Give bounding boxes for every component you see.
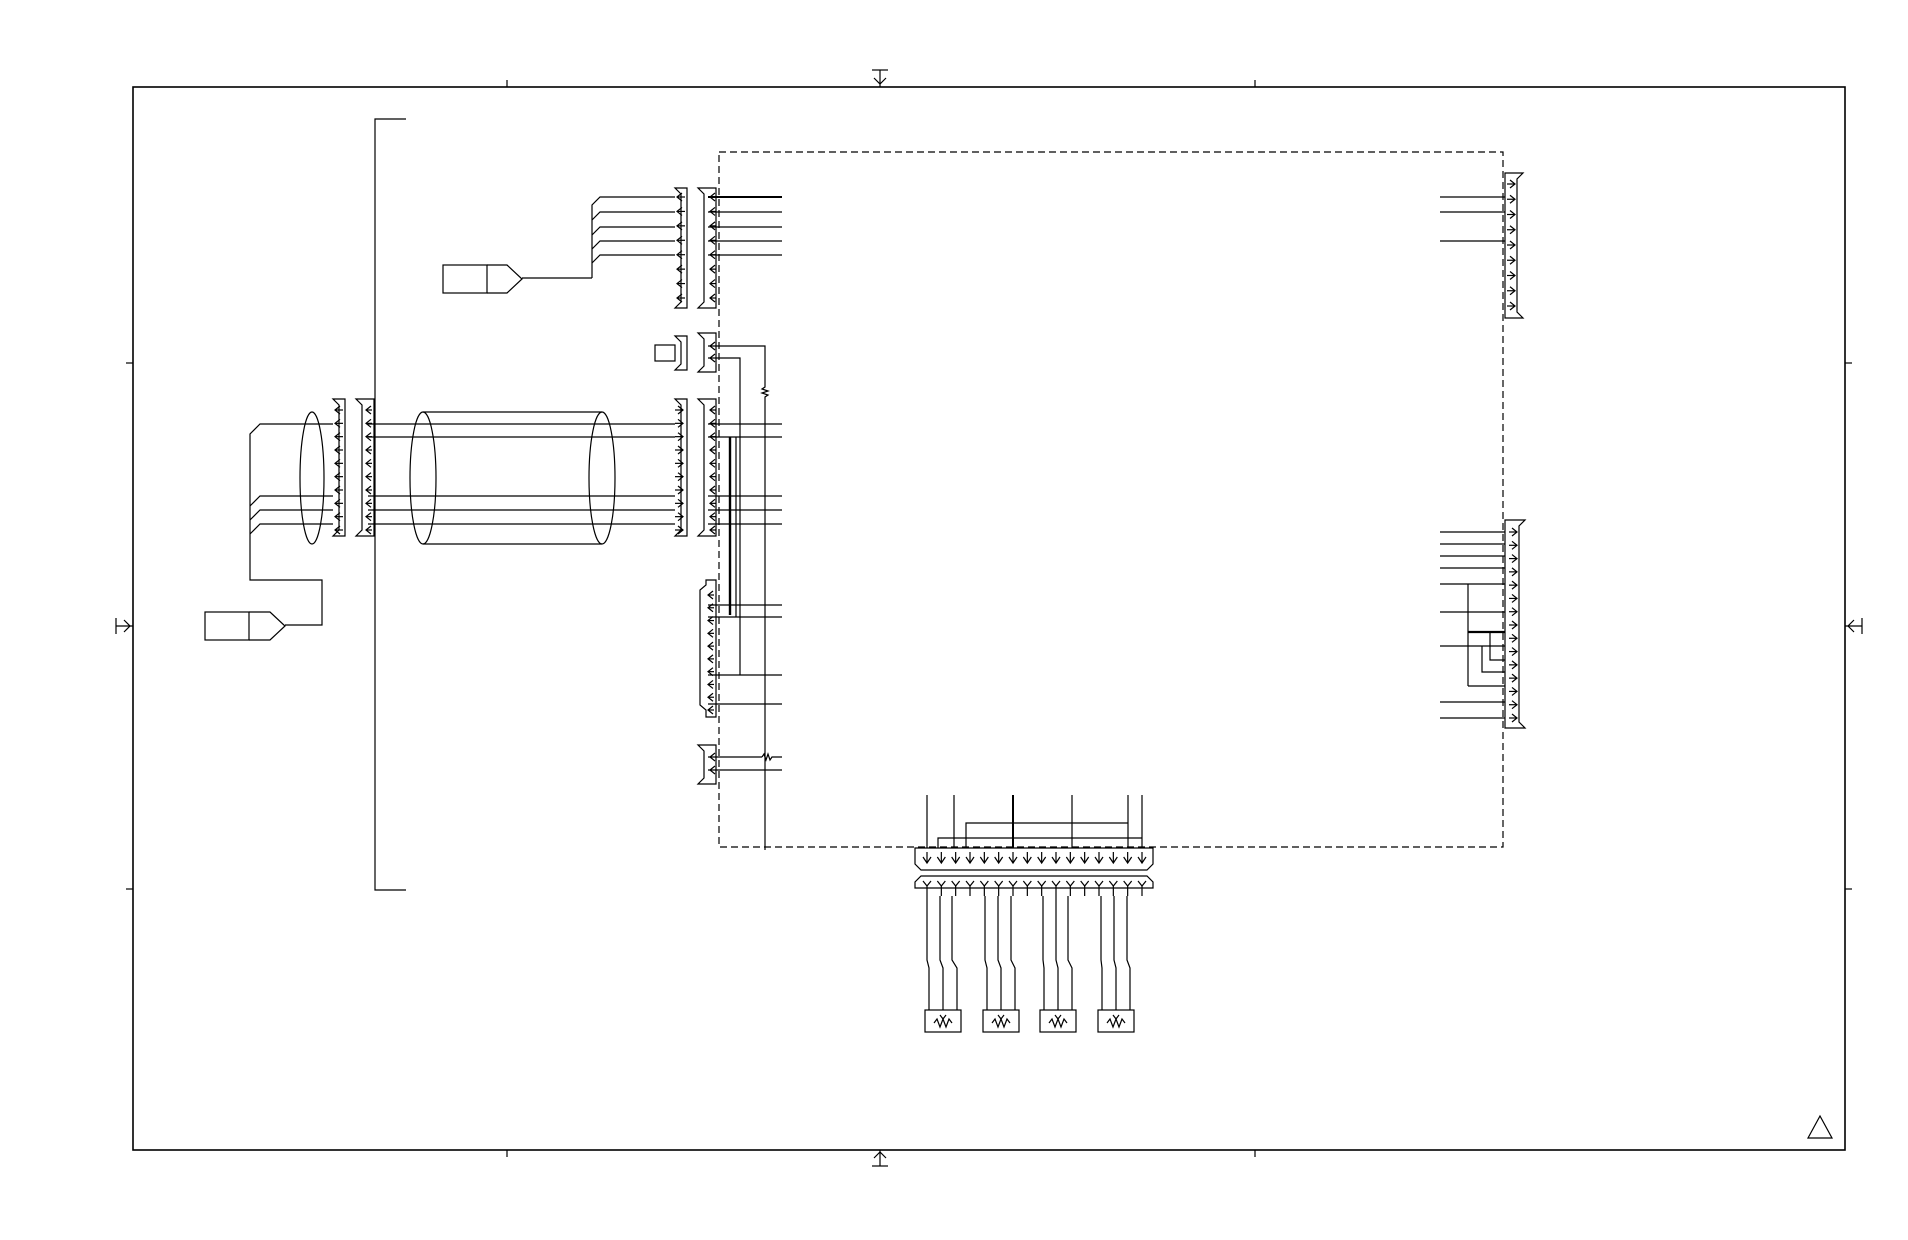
pin-arrow (965, 880, 975, 887)
pin-arrow (1037, 880, 1047, 887)
pot-wiper-arrow (1112, 1014, 1120, 1020)
sheet-border (132, 86, 1846, 1151)
pin-arrow (979, 880, 989, 887)
pot-resistor-zigzag (933, 1017, 953, 1029)
potentiometer-icon (1039, 1009, 1077, 1033)
pot-wire (997, 896, 1002, 1010)
connector-lower-left (699, 579, 717, 718)
pin-arrow (1065, 880, 1075, 887)
pot-wire (951, 896, 958, 1010)
potentiometer-icon (982, 1009, 1020, 1033)
pin-arrow (1137, 880, 1147, 887)
connector-top-a (673, 187, 688, 309)
lower-connector-wires (708, 600, 782, 705)
pin-arrow (1123, 880, 1133, 887)
pin-arrow (1022, 880, 1032, 887)
pin-arrow (922, 880, 932, 887)
pot-wire (984, 896, 988, 1010)
potentiometer-icon (1097, 1009, 1135, 1033)
connector-bottom-pins (922, 852, 1147, 896)
center-marker-bottom (872, 1150, 888, 1167)
pot-wire (1126, 896, 1131, 1010)
pin-arrow (1080, 880, 1090, 887)
connector-left-b (354, 398, 375, 537)
pcb-boundary (718, 151, 1504, 848)
shielded-cable (368, 411, 675, 545)
right-bottom-wires (1440, 531, 1505, 719)
potentiometer-icon (924, 1009, 962, 1033)
pot-wire (1113, 896, 1117, 1010)
pot-wiper-arrow (1054, 1014, 1062, 1020)
pot-wire (939, 896, 944, 1010)
pot-wiper-arrow (939, 1014, 947, 1020)
pot-wire (926, 896, 930, 1010)
center-marker-right (1845, 618, 1863, 634)
pin-arrow (951, 880, 961, 887)
left-shield (249, 411, 333, 626)
pot-wire (1042, 896, 1045, 1010)
pot-resistor-zigzag (991, 1017, 1011, 1029)
pin-arrow (1094, 880, 1104, 887)
pin-arrow (936, 880, 946, 887)
potentiometers (924, 1009, 1135, 1033)
pin-arrow (994, 880, 1004, 887)
right-top-wires (1440, 196, 1505, 242)
connector-left-pins (334, 405, 372, 535)
pot-wire (1067, 896, 1073, 1010)
connector-right-top-pins (1507, 179, 1516, 311)
pot-wire (1100, 896, 1103, 1010)
top-connector-wires (522, 196, 782, 279)
small-plug (654, 335, 688, 371)
pot-wires (926, 896, 1131, 1010)
pot-resistor-zigzag (1106, 1017, 1126, 1029)
pot-wire (1010, 896, 1016, 1010)
mid-connector-wires (708, 423, 782, 615)
pot-wire (1055, 896, 1059, 1010)
border-ticks (126, 80, 1852, 1157)
unit-bracket (374, 118, 406, 891)
pot-resistor-zigzag (1048, 1017, 1068, 1029)
pin-arrow (1051, 880, 1061, 887)
bottom-connector-upper-wires (926, 795, 1143, 848)
pot-wiper-arrow (997, 1014, 1005, 1020)
cable-terminal-left (204, 611, 286, 641)
connector-mid-a (673, 398, 688, 537)
pin-arrow (1108, 880, 1118, 887)
connector-top-b (696, 187, 717, 309)
pin-arrow (1008, 880, 1018, 887)
cable-terminal-top (442, 264, 523, 294)
connector-right-top (1504, 172, 1525, 319)
small-connector (696, 332, 766, 600)
triangle-revision-mark-icon (1806, 1114, 1834, 1139)
connector-lower-pins (707, 590, 714, 715)
connector-right-bottom-pins (1509, 527, 1518, 723)
connector-left-a (331, 398, 346, 537)
connector-bottom-small (696, 744, 782, 785)
connector-mid-b (696, 398, 717, 537)
resistor-top (760, 385, 770, 850)
center-marker-top (872, 69, 888, 87)
connector-bottom-upper (914, 847, 1154, 871)
center-marker-left (115, 618, 133, 634)
connector-bottom-lower (914, 875, 1154, 889)
connector-right-bottom (1504, 519, 1527, 729)
